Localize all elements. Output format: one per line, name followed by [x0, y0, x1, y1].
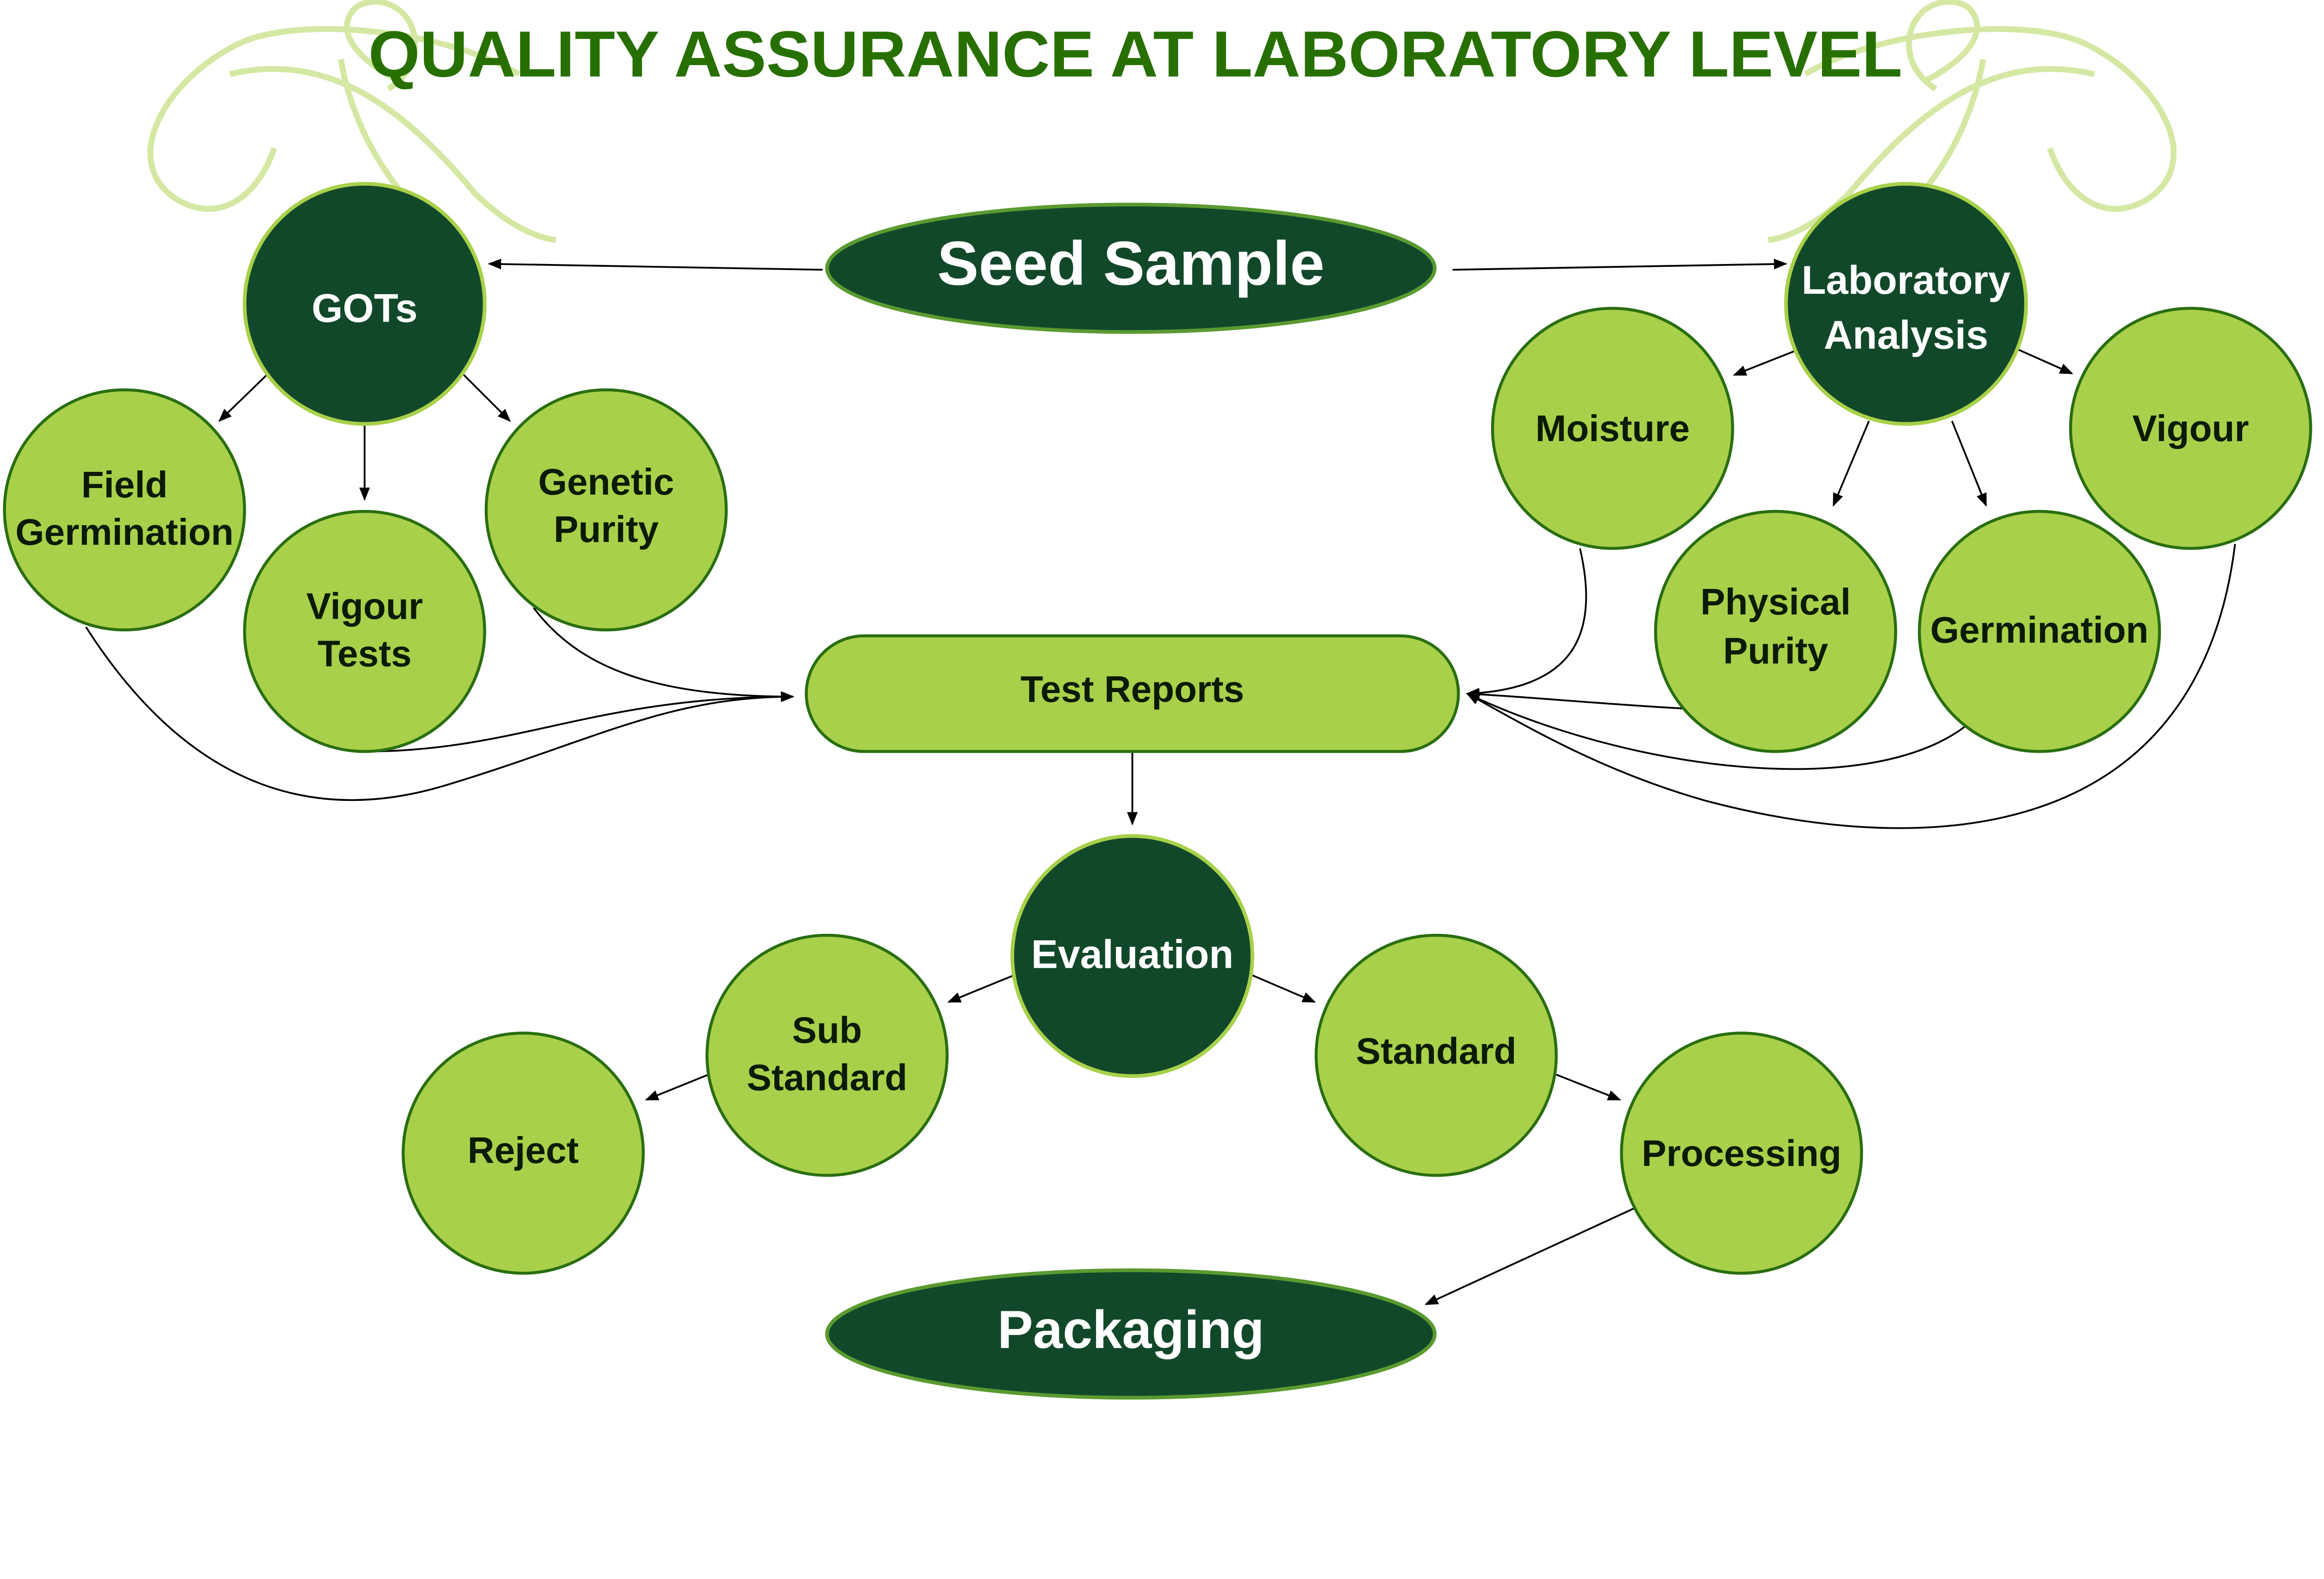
node-evaluation: Evaluation — [1010, 834, 1254, 1078]
edge-evaluation-to-standard — [1252, 974, 1316, 1003]
edge-seed-to-lab — [1452, 258, 1788, 271]
node-seed-sample: Seed Sample — [825, 203, 1437, 334]
vigour-tests-label: Tests — [317, 633, 411, 674]
node-reject: Reject — [402, 1031, 645, 1275]
edge-lab-to-vigour — [2018, 349, 2073, 375]
edge-seed-to-gots — [488, 258, 823, 271]
physical-purity-label: Purity — [1723, 630, 1828, 671]
edge-standard-to-processing — [1556, 1074, 1621, 1101]
edge-lab-to-germination — [1951, 420, 1987, 507]
laboratory-analysis-label: Analysis — [1824, 313, 1988, 357]
field-germination-label: Field — [81, 464, 168, 505]
sub-standard-label: Standard — [747, 1057, 907, 1098]
edge-gots-to-genetic — [460, 371, 511, 422]
edge-genetic-to-reports — [533, 607, 794, 702]
edge-physical-to-reports — [1466, 689, 1684, 710]
edge-processing-to-packaging — [1424, 1207, 1636, 1305]
node-vigour-tests: Vigour Tests — [243, 509, 486, 753]
edge-germination-to-reports — [1466, 693, 1966, 770]
vigour-tests-label: Vigour — [306, 586, 423, 627]
node-standard: Standard — [1314, 933, 1558, 1177]
node-field-germination: Field Germination — [3, 388, 246, 632]
edge-vigour-to-reports — [1466, 544, 2236, 829]
genetic-purity-label: Purity — [554, 509, 659, 550]
node-test-reports: Test Reports — [805, 634, 1460, 753]
node-moisture: Moisture — [1491, 307, 1734, 550]
edge-field-to-reports — [85, 626, 794, 801]
processing-label: Processing — [1642, 1132, 1842, 1174]
node-physical-purity: Physical Purity — [1654, 509, 1897, 753]
node-packaging: Packaging — [825, 1268, 1437, 1400]
physical-purity-label: Physical — [1700, 581, 1850, 622]
field-germination-label: Germination — [15, 511, 233, 553]
standard-label: Standard — [1356, 1030, 1516, 1071]
edge-vigour-tests-to-reports — [364, 691, 794, 753]
node-laboratory-analysis: Laboratory Analysis — [1784, 182, 2028, 426]
edge-sub-standard-to-reject — [645, 1074, 709, 1101]
packaging-label: Packaging — [997, 1300, 1264, 1360]
node-genetic-purity: Genetic Purity — [484, 388, 728, 632]
seed-sample-label: Seed Sample — [937, 229, 1325, 298]
edge-moisture-to-reports — [1466, 548, 1587, 699]
edge-lab-to-physical — [1832, 420, 1870, 507]
sub-standard-label: Sub — [792, 1010, 862, 1051]
edges — [85, 258, 2236, 1305]
edge-gots-to-field — [218, 371, 271, 422]
laboratory-analysis-label: Laboratory — [1802, 258, 2011, 303]
edge-evaluation-to-sub-standard — [947, 974, 1014, 1003]
evaluation-label: Evaluation — [1031, 932, 1234, 977]
diagram-title: QUALITY ASSURANCE AT LABORATORY LEVEL — [368, 18, 1902, 91]
test-reports-label: Test Reports — [1021, 668, 1244, 710]
edge-lab-to-moisture — [1733, 349, 1798, 376]
gots-label: GOTs — [311, 286, 417, 330]
node-germination: Germination — [1918, 509, 2161, 753]
vigour-label: Vigour — [2133, 408, 2249, 449]
reject-label: Reject — [468, 1130, 579, 1171]
node-processing: Processing — [1620, 1031, 1863, 1275]
node-sub-standard: Sub Standard — [705, 933, 949, 1177]
germination-label: Germination — [1930, 609, 2148, 651]
node-vigour: Vigour — [2069, 307, 2312, 550]
node-gots: GOTs — [243, 182, 487, 426]
quality-assurance-diagram: QUALITY ASSURANCE AT LABORATORY LEVEL Se… — [3, 0, 2312, 1400]
genetic-purity-label: Genetic — [538, 461, 674, 502]
moisture-label: Moisture — [1535, 408, 1690, 449]
